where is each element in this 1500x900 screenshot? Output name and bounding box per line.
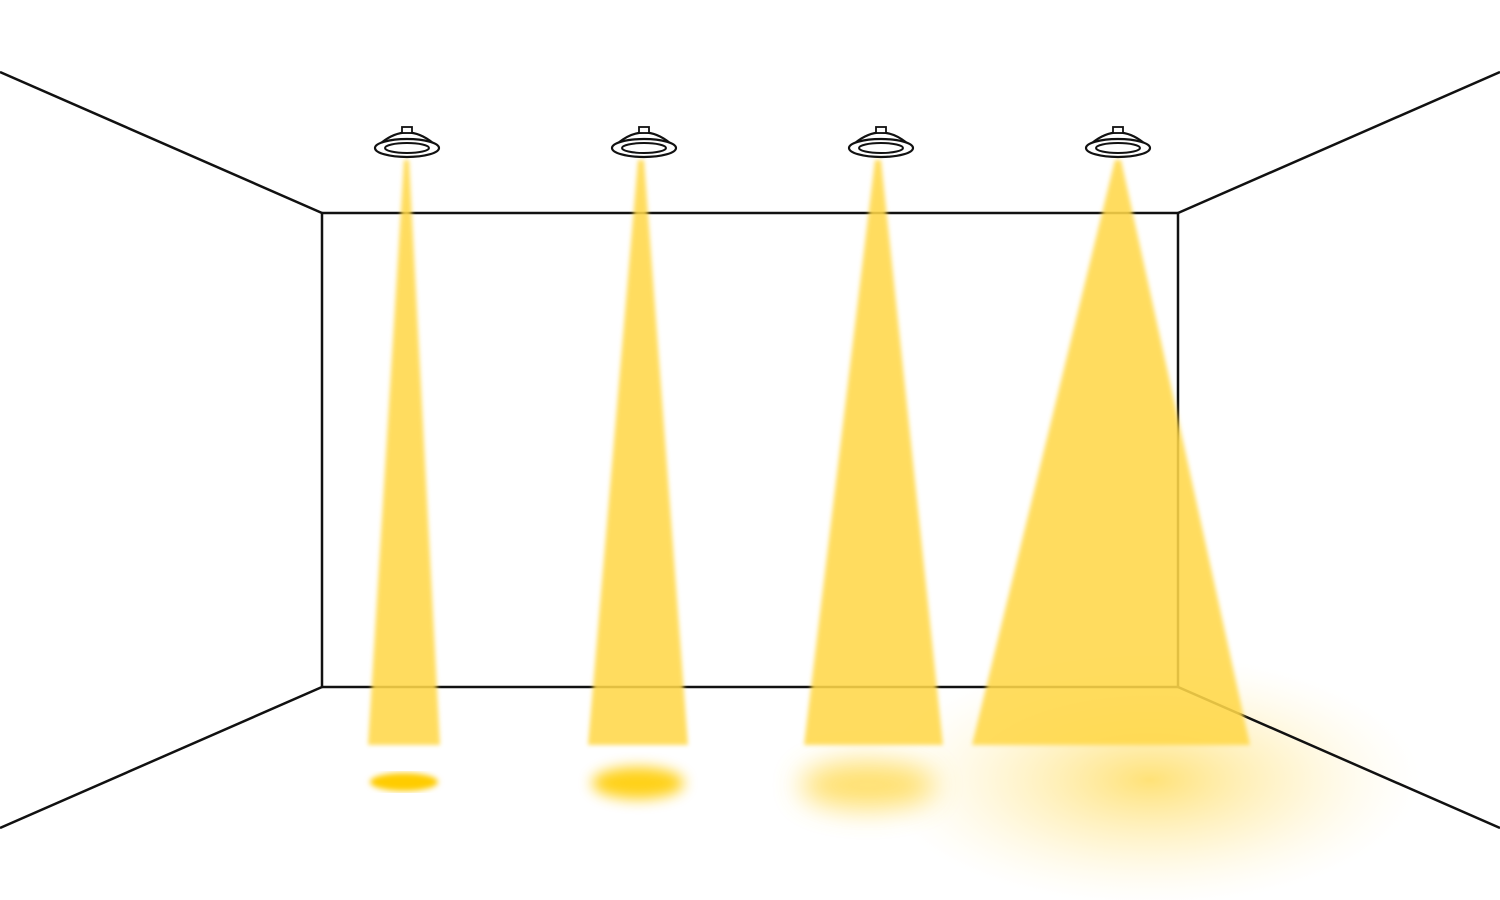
floor-spot-medium	[592, 767, 684, 799]
ceiling-edge-left	[0, 70, 323, 215]
downlight-icon	[373, 126, 441, 159]
beam-wide	[804, 160, 943, 745]
downlight-icon	[610, 126, 678, 159]
downlight-icon	[847, 126, 915, 159]
beam-medium	[588, 160, 688, 745]
downlight-icon	[1084, 126, 1152, 159]
light-beams	[368, 160, 1250, 745]
downlights	[373, 126, 1152, 159]
ceiling-edge-right	[1177, 70, 1500, 215]
beam-extra-wide	[972, 160, 1250, 745]
floor-edge-left	[0, 685, 323, 830]
beam-narrow	[368, 160, 440, 745]
floor-spot-narrow	[370, 773, 438, 791]
floor-spot-wide	[800, 761, 936, 809]
